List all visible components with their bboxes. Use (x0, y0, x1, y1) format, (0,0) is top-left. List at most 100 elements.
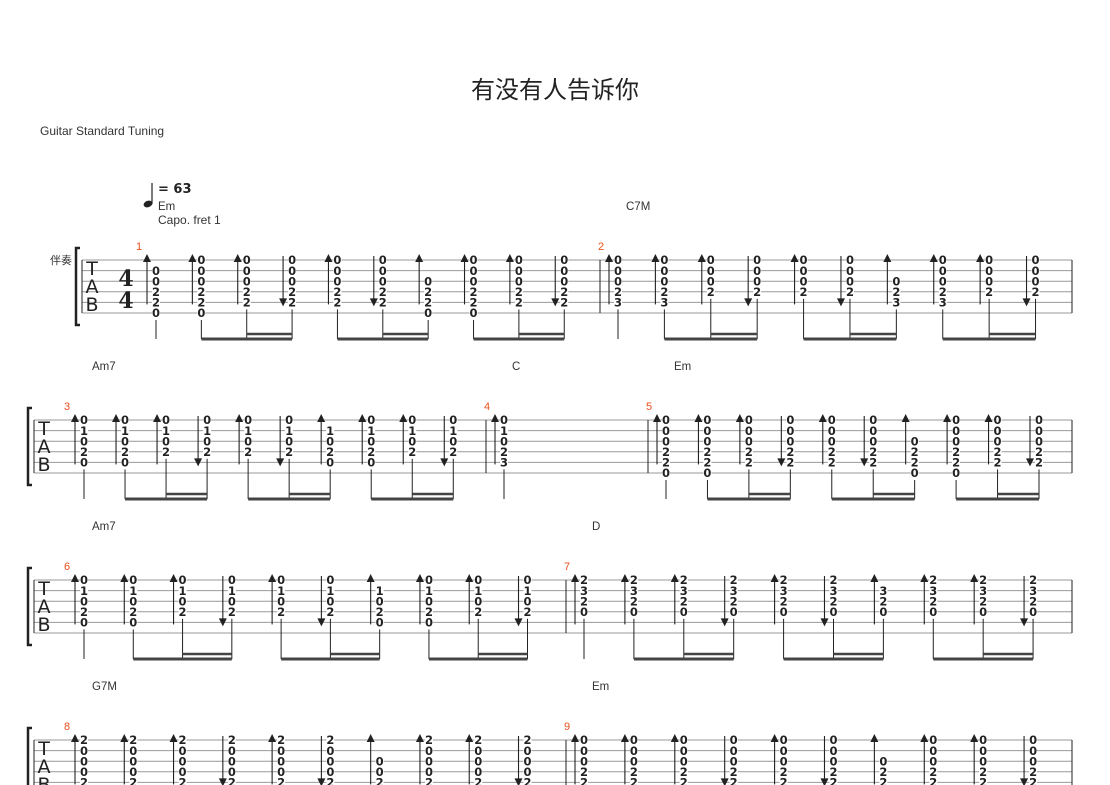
strum-up-arrow-icon (491, 414, 499, 422)
fret-background (614, 265, 622, 277)
tab-clef-letter: B (37, 614, 50, 636)
fret-background (378, 265, 387, 277)
fret-background (227, 776, 236, 785)
fret-number: 0 (985, 274, 993, 288)
strum-up-arrow-icon (366, 574, 375, 582)
strum-up-arrow-icon (465, 734, 474, 742)
fret-background (277, 745, 286, 757)
fret-background (744, 435, 753, 447)
fret-background (1031, 265, 1040, 277)
fret-background (560, 254, 569, 266)
fret-background (121, 456, 130, 468)
fret-number: 0 (800, 274, 808, 288)
fret-background (408, 414, 417, 426)
fret-background (786, 435, 795, 447)
fret-number: 2 (333, 296, 341, 310)
fret-number: 0 (470, 264, 478, 278)
fret-background (993, 446, 1002, 458)
fret-background (729, 595, 738, 607)
fret-background (629, 574, 638, 586)
fret-background (779, 606, 788, 618)
fret-number: 2 (680, 765, 688, 779)
fret-number: 3 (829, 584, 837, 598)
fret-background (662, 446, 670, 458)
strum-up-arrow-icon (235, 414, 244, 422)
fret-number: 1 (425, 584, 433, 598)
fret-background (679, 585, 688, 597)
fret-number: 0 (707, 264, 715, 278)
fret-background (729, 776, 738, 785)
fret-number: 0 (121, 456, 129, 470)
fret-background (523, 745, 532, 757)
strum-up-arrow-icon (233, 254, 242, 262)
strum-up-arrow-icon (870, 574, 879, 582)
fret-background (703, 467, 712, 479)
fret-number: 2 (470, 285, 478, 299)
fret-background (580, 606, 588, 618)
fret-background (729, 585, 738, 597)
fret-background (203, 425, 212, 437)
fret-number: 0 (680, 605, 688, 619)
fret-number: 2 (326, 733, 334, 747)
fret-background (952, 456, 961, 468)
fret-background (197, 307, 206, 319)
fret-number: 1 (179, 584, 187, 598)
fret-number: 2 (662, 456, 670, 470)
fret-number: 2 (80, 605, 88, 619)
strum-up-arrow-icon (415, 734, 424, 742)
fret-background (375, 595, 384, 607)
fret-background (786, 456, 795, 468)
fret-number: 2 (979, 765, 987, 779)
fret-background (979, 776, 988, 785)
measure-number: 1 (136, 241, 142, 253)
fret-background (827, 425, 836, 437)
strum-down-arrow-icon (218, 618, 227, 627)
fret-number: 0 (869, 424, 877, 438)
fret-number: 0 (979, 733, 987, 747)
strum-down-arrow-icon (514, 778, 523, 785)
fret-background (326, 425, 335, 437)
fret-number: 2 (326, 776, 334, 785)
time-signature-top: 4 (118, 266, 133, 292)
fret-background (938, 254, 947, 266)
fret-number: 0 (80, 434, 88, 448)
fret-number: 2 (780, 594, 788, 608)
fret-background (929, 755, 938, 767)
fret-number: 0 (80, 456, 88, 470)
fret-number: 1 (326, 584, 334, 598)
fret-number: 0 (730, 744, 738, 758)
fret-number: 0 (660, 253, 668, 267)
fret-number: 0 (800, 253, 808, 267)
fret-background (514, 254, 523, 266)
fret-background (869, 456, 878, 468)
fret-background (80, 616, 88, 628)
fret-number: 1 (129, 584, 137, 598)
fret-number: 2 (288, 285, 296, 299)
fret-number: 0 (228, 594, 236, 608)
fret-background (197, 254, 206, 266)
fret-number: 2 (379, 296, 387, 310)
fret-background (129, 776, 138, 785)
fret-background (706, 254, 715, 266)
fret-background (629, 734, 638, 746)
fret-background (523, 755, 532, 767)
fret-number: 1 (244, 424, 252, 438)
fret-background (367, 446, 376, 458)
fret-background (779, 734, 788, 746)
fret-number: 2 (829, 765, 837, 779)
fret-number: 2 (288, 296, 296, 310)
fret-background (277, 574, 286, 586)
